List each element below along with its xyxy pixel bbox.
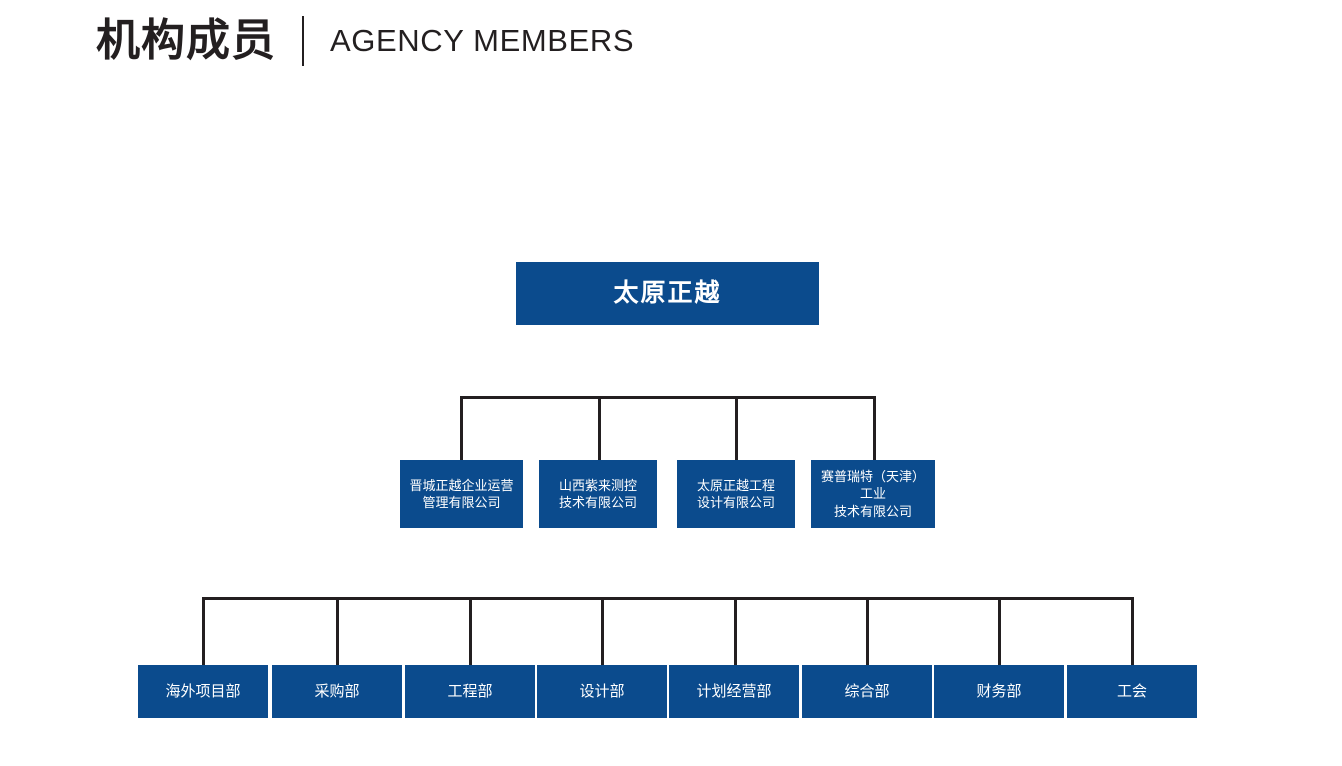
org-node-department-7[interactable]: 财务部 (934, 665, 1064, 718)
org-node-department-2-label: 采购部 (314, 682, 360, 700)
org-node-department-8[interactable]: 工会 (1067, 665, 1197, 718)
title-chinese: 机构成员 (96, 15, 276, 65)
connector-drop-level3-2 (336, 597, 339, 665)
title-divider (302, 16, 304, 66)
connector-drop-level3-1 (202, 597, 205, 665)
subsidiary-4-line1: 赛普瑞特（天津）工业 (820, 469, 925, 502)
org-node-department-2[interactable]: 采购部 (272, 665, 402, 718)
subsidiary-4-line2: 技术有限公司 (833, 503, 912, 519)
org-node-subsidiary-3-label: 太原正越工程 设计有限公司 (697, 477, 775, 511)
connector-drop-level3-4 (601, 597, 604, 665)
org-node-department-4[interactable]: 设计部 (537, 665, 667, 718)
org-node-subsidiary-4[interactable]: 赛普瑞特（天津）工业 技术有限公司 (811, 460, 935, 528)
org-node-subsidiary-3[interactable]: 太原正越工程 设计有限公司 (677, 460, 795, 528)
org-node-subsidiary-2[interactable]: 山西紫来测控 技术有限公司 (539, 460, 657, 528)
subsidiary-3-line1: 太原正越工程 (696, 477, 775, 493)
connector-drop-level2-1 (460, 396, 463, 460)
connector-bar-level3 (202, 597, 1134, 600)
org-node-subsidiary-2-label: 山西紫来测控 技术有限公司 (559, 477, 637, 511)
org-node-department-1-label: 海外项目部 (165, 682, 241, 700)
connector-drop-level3-8 (1131, 597, 1134, 665)
org-node-department-3-label: 工程部 (447, 682, 493, 700)
connector-drop-level3-5 (734, 597, 737, 665)
org-node-subsidiary-1[interactable]: 晋城正越企业运营 管理有限公司 (400, 460, 523, 528)
connector-drop-level3-3 (469, 597, 472, 665)
connector-drop-level3-7 (998, 597, 1001, 665)
org-node-subsidiary-1-label: 晋城正越企业运营 管理有限公司 (409, 477, 513, 511)
connector-drop-level3-6 (866, 597, 869, 665)
connector-drop-level2-2 (598, 396, 601, 460)
subsidiary-1-line1: 晋城正越企业运营 (409, 477, 514, 493)
page-title: 机构成员 AGENCY MEMBERS (96, 16, 634, 66)
org-node-department-4-label: 设计部 (579, 682, 625, 700)
org-node-department-5[interactable]: 计划经营部 (669, 665, 799, 718)
org-node-department-6[interactable]: 综合部 (802, 665, 932, 718)
subsidiary-2-line1: 山西紫来测控 (558, 477, 637, 493)
org-node-department-5-label: 计划经营部 (696, 682, 772, 700)
org-node-department-7-label: 财务部 (976, 682, 1022, 700)
org-node-department-1[interactable]: 海外项目部 (138, 665, 268, 718)
subsidiary-3-line2: 设计有限公司 (696, 495, 775, 510)
connector-drop-level2-4 (873, 396, 876, 460)
org-node-department-3[interactable]: 工程部 (405, 665, 535, 718)
subsidiary-1-line2: 管理有限公司 (422, 495, 501, 510)
title-english: AGENCY MEMBERS (330, 22, 635, 58)
org-node-department-8-label: 工会 (1116, 682, 1147, 700)
org-node-department-6-label: 综合部 (844, 682, 890, 700)
subsidiary-2-line2: 技术有限公司 (558, 495, 637, 510)
org-node-root-label: 太原正越 (613, 279, 722, 307)
org-node-root[interactable]: 太原正越 (516, 262, 819, 325)
connector-bar-level2 (460, 396, 876, 399)
org-node-subsidiary-4-label: 赛普瑞特（天津）工业 技术有限公司 (817, 468, 929, 519)
connector-drop-level2-3 (735, 396, 738, 460)
